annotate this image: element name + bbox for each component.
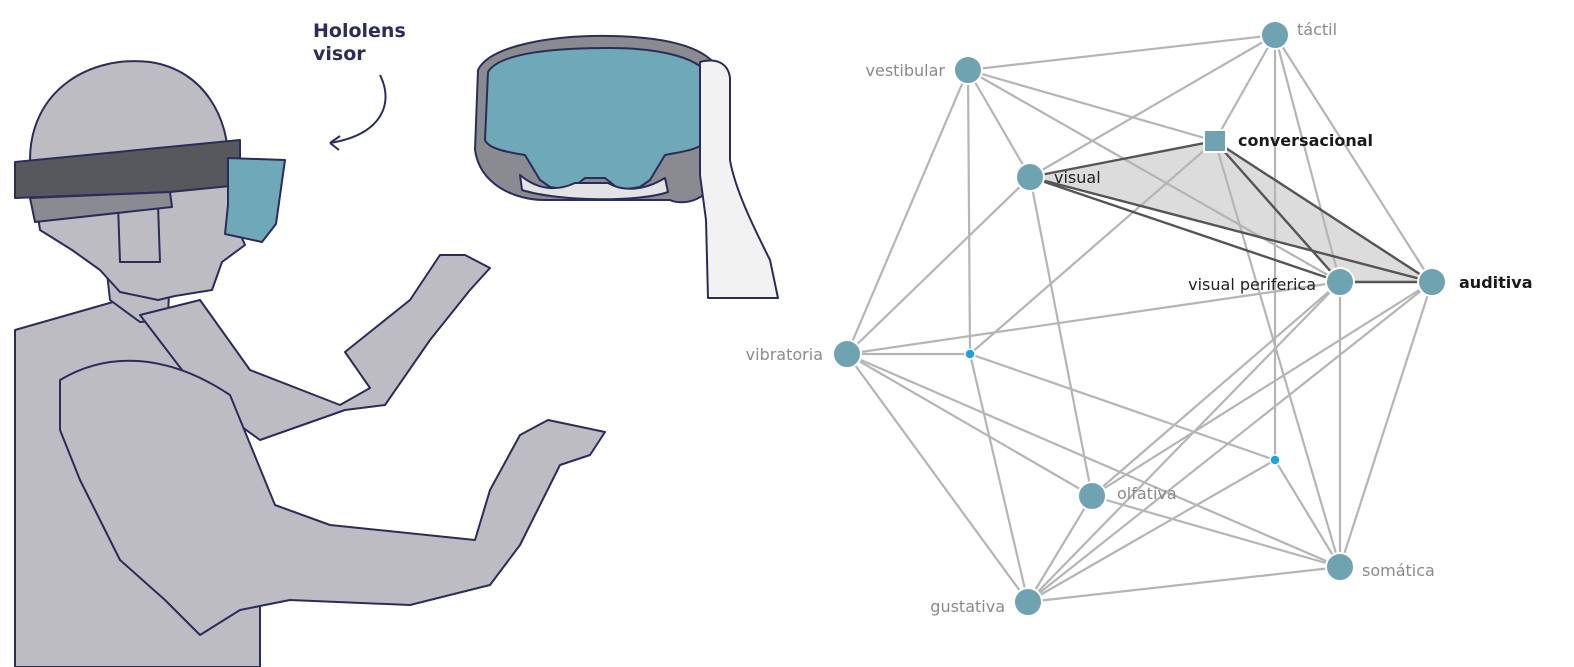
edge-vestibular-tactil [968, 35, 1275, 70]
edge-tactil-conversacional [1215, 35, 1275, 141]
edge-visual_periferica-olfativa [1092, 282, 1340, 496]
node-gustativa [1014, 588, 1042, 616]
node-somatica [1326, 553, 1354, 581]
edge-vestibular-vibratoria [847, 70, 968, 354]
edge-j1-j2 [970, 354, 1275, 460]
label-somatica: somática [1362, 561, 1435, 580]
label-visual_periferica: visual periferica [1188, 275, 1316, 294]
label-visual: visual [1054, 168, 1101, 187]
node-visual_periferica [1326, 268, 1354, 296]
label-gustativa: gustativa [930, 597, 1005, 616]
edge-vestibular-conversacional [968, 70, 1215, 141]
node-vibratoria [833, 340, 861, 368]
node-olfativa [1078, 482, 1106, 510]
edge-auditiva-gustativa [1028, 282, 1432, 602]
edge-j1-gustativa [970, 354, 1028, 602]
edge-auditiva-olfativa [1092, 282, 1432, 496]
edge-vibratoria-olfativa [847, 354, 1092, 496]
node-vestibular [954, 56, 982, 84]
junction-j1 [965, 349, 975, 359]
edge-visual-olfativa [1030, 177, 1092, 496]
edge-gustativa-somatica [1028, 567, 1340, 602]
label-tactil: táctil [1297, 20, 1337, 39]
edge-auditiva-somatica [1340, 282, 1432, 567]
edge-visual-vibratoria [847, 177, 1030, 354]
edge-vibratoria-gustativa [847, 354, 1028, 602]
label-olfativa: olfativa [1117, 484, 1177, 503]
label-vibratoria: vibratoria [746, 345, 823, 364]
label-vestibular: vestibular [866, 61, 946, 80]
node-tactil [1261, 21, 1289, 49]
node-conversacional [1204, 130, 1226, 152]
edge-olfativa-gustativa [1028, 496, 1092, 602]
label-auditiva: auditiva [1459, 273, 1532, 292]
junction-j2 [1270, 455, 1280, 465]
node-visual [1016, 163, 1044, 191]
label-conversacional: conversacional [1238, 131, 1373, 150]
node-auditiva [1418, 268, 1446, 296]
edge-vestibular-j1 [968, 70, 970, 354]
